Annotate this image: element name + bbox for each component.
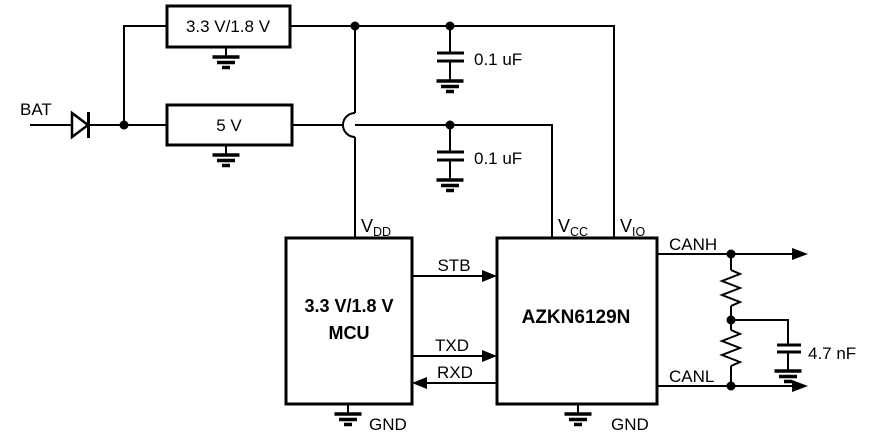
capacitor-icon [437, 150, 464, 162]
split-termination-cap: 4.7 nF [731, 319, 856, 384]
earth-ground-icon [210, 55, 242, 70]
canh-arrow-icon [792, 248, 808, 260]
wire-hop [342, 112, 356, 138]
transceiver-name-label: AZKN6129N [522, 307, 631, 328]
canl-arrow-icon [792, 380, 808, 392]
earth-ground-icon [434, 79, 466, 94]
can-bus: CANH 4.7 nF CANL [657, 235, 856, 392]
stb-arrow-icon [482, 270, 497, 282]
rxd-arrow-icon [412, 377, 427, 389]
transceiver-block: AZKN6129N VCC VIO GND [495, 216, 659, 434]
capacitor-icon [437, 51, 464, 63]
vdd-pin-label: VDD [361, 216, 391, 239]
regulator-3v3-label: 3.3 V/1.8 V [186, 17, 271, 36]
earth-ground-icon [772, 369, 804, 384]
regulator-3v3-box [165, 4, 292, 49]
canh-label: CANH [669, 235, 717, 254]
mcu-label-line2: MCU [329, 323, 370, 343]
resistor-icon [719, 254, 743, 320]
bat-to-reg33-wire [123, 25, 167, 125]
signal-wires: STB TXD RXD [412, 256, 497, 389]
txd-arrow-icon [482, 350, 497, 362]
junction-dot [119, 120, 129, 130]
earth-ground-icon [210, 153, 242, 168]
junction-dot [726, 381, 736, 391]
bat-label: BAT [20, 100, 52, 119]
decoupling-cap-1: 0.1 uF [434, 21, 522, 94]
rail-5v-to-vcc [292, 124, 553, 238]
junction-dot [350, 21, 360, 31]
vcc-pin-label: VCC [558, 216, 588, 239]
power-rails [290, 21, 615, 238]
vio-pin-label: VIO [620, 216, 645, 239]
mcu-box [284, 236, 414, 406]
canl-label: CANL [669, 367, 714, 386]
cap2-value-label: 0.1 uF [474, 149, 522, 168]
diode-icon [70, 110, 91, 140]
transceiver-box [495, 236, 659, 406]
mcu-block: 3.3 V/1.8 V MCU VDD GND [284, 216, 414, 434]
regulator-5v-box [165, 103, 294, 147]
capacitor-icon [777, 343, 801, 354]
mcu-gnd-label: GND [369, 415, 407, 434]
stb-label: STB [437, 256, 470, 275]
regulator-5v: 5 V [165, 103, 294, 168]
regulator-5v-label: 5 V [216, 116, 242, 135]
rail-3v3-to-vio [290, 25, 615, 238]
regulator-3v3-1v8: 3.3 V/1.8 V [165, 4, 292, 70]
split-cap-value-label: 4.7 nF [808, 344, 856, 363]
cap1-value-label: 0.1 uF [474, 50, 522, 69]
decoupling-cap-2: 0.1 uF [434, 120, 522, 193]
battery-input: BAT [20, 25, 167, 140]
mcu-label-line1: 3.3 V/1.8 V [304, 296, 393, 316]
earth-ground-icon [332, 412, 364, 427]
earth-ground-icon [434, 178, 466, 193]
rxd-label: RXD [437, 363, 473, 382]
transceiver-gnd-label: GND [611, 415, 649, 434]
earth-ground-icon [562, 412, 594, 427]
txd-label: TXD [435, 336, 469, 355]
resistor-icon [719, 320, 743, 386]
